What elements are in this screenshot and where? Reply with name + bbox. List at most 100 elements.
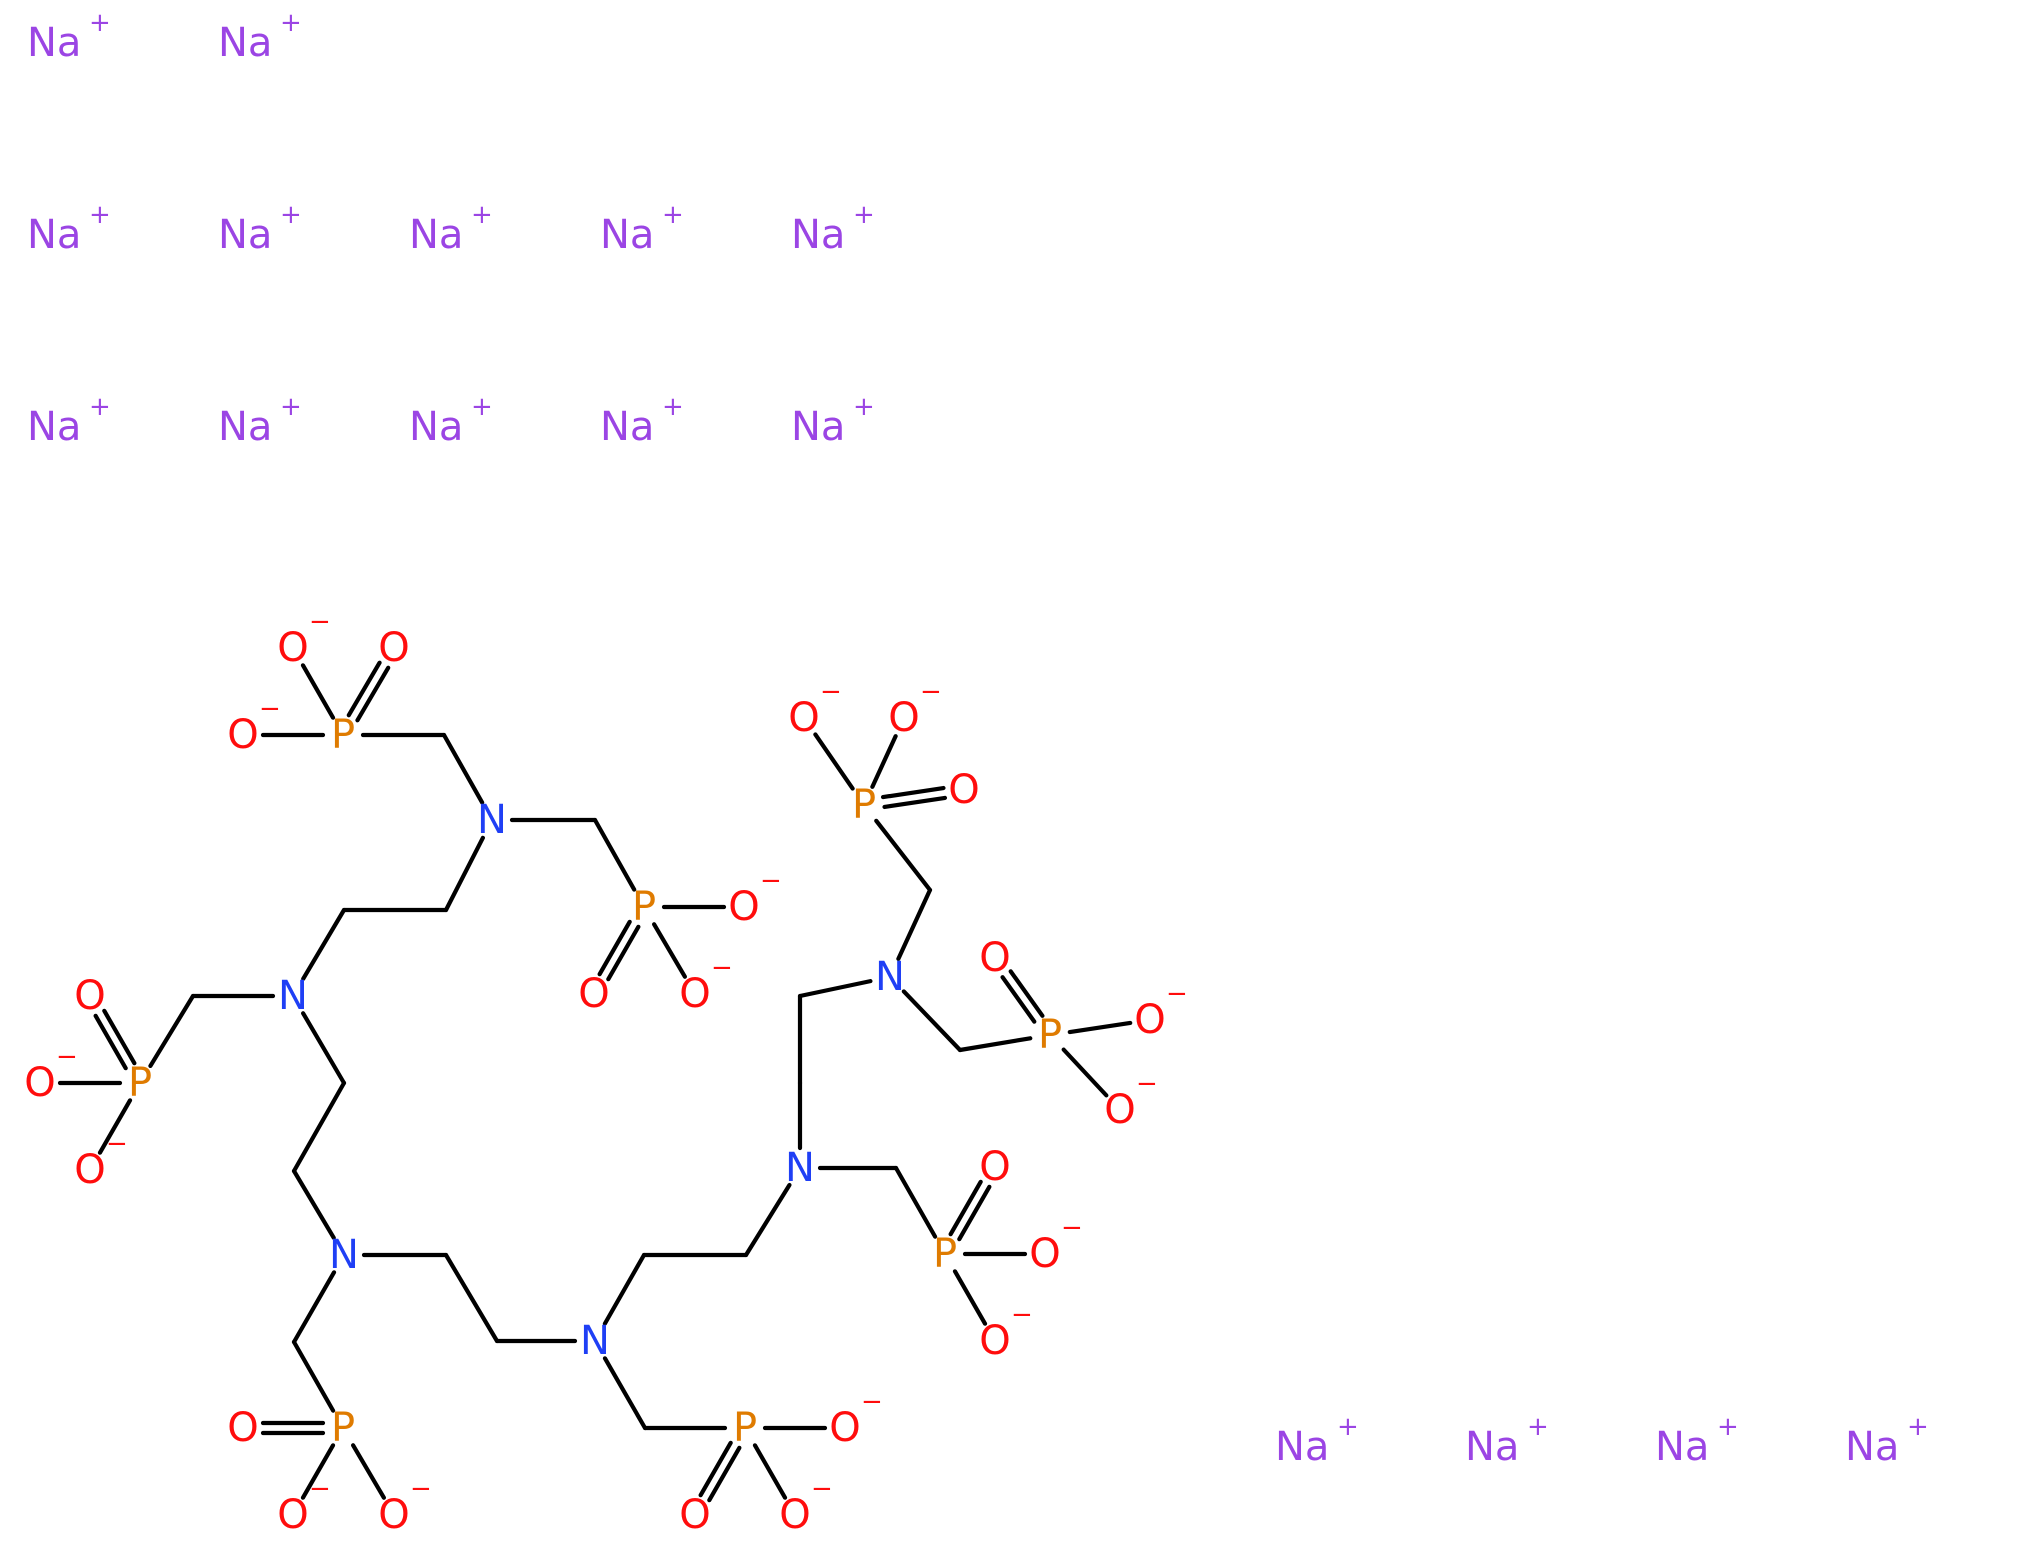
nitrogen-atom-label: N [329,1232,359,1278]
positive-charge-sign: + [471,392,493,422]
oxygen-atom-label: O [24,1060,55,1106]
oxygen-atom-label: O [788,695,819,741]
positive-charge-sign: + [1527,1412,1549,1442]
bond-layer [57,660,1133,1503]
phosphorus-atom-label: P [733,1405,757,1451]
negative-charge-sign: − [811,1474,833,1504]
oxygen-atom-label: O [227,712,258,758]
sodium-ion-label: Na [218,20,272,66]
positive-charge-sign: + [89,392,111,422]
phosphorus-atom-label: P [1038,1012,1062,1058]
phosphorus-atom-label: P [331,712,355,758]
sodium-ion-label: Na [791,404,845,450]
positive-charge-sign: + [662,392,684,422]
negative-charge-sign: − [820,677,842,707]
sodium-ion-label: Na [27,212,81,258]
negative-charge-sign: − [711,953,733,983]
negative-charge-sign: − [56,1042,78,1072]
single-bond [813,732,855,791]
sodium-ion-label: Na [409,212,463,258]
single-bond [148,993,196,1069]
sodium-ion-label: Na [409,404,463,450]
sodium-ion-label: Na [791,212,845,258]
phosphorus-atom-label: P [632,884,656,930]
double-bond-line [606,924,641,982]
single-bond [893,1165,938,1239]
positive-charge-sign: + [662,200,684,230]
oxygen-atom-label: O [888,695,919,741]
phosphorus-atom-label: P [331,1405,355,1451]
oxygen-atom-label: O [1134,997,1165,1043]
single-bond [901,989,963,1053]
negative-charge-sign: − [920,677,942,707]
double-bond-line [102,1008,137,1066]
single-bond [300,1443,336,1500]
single-bond [752,1443,788,1500]
double-bond-line [957,1184,992,1242]
oxygen-atom-label: O [979,1318,1010,1364]
double-bond-line [355,665,391,723]
single-bond [957,1036,1033,1053]
sodium-ion-label: Na [600,404,654,450]
positive-charge-sign: + [280,392,302,422]
double-bond-line [698,1440,733,1498]
sodium-ion-label: Na [1845,1424,1899,1470]
positive-charge-sign: + [1907,1412,1929,1442]
oxygen-atom-label: O [779,1492,810,1538]
double-bond-line [707,1445,742,1503]
positive-charge-sign: + [89,200,111,230]
single-bond [602,1356,648,1431]
sodium-ion-label: Na [27,20,81,66]
positive-charge-sign: + [280,8,302,38]
nitrogen-atom-label: N [875,954,905,1000]
single-bond [291,1270,337,1345]
single-bond [291,1339,336,1413]
single-bond [443,835,485,913]
single-bond [592,817,637,892]
negative-charge-sign: − [309,607,331,637]
sodium-ion-label: Na [1655,1424,1709,1470]
sodium-ion-label: Na [1465,1424,1519,1470]
nitrogen-atom-label: N [477,797,507,843]
single-bond [602,1252,647,1326]
double-bond-line [346,660,382,718]
nitrogen-atom-label: N [278,973,308,1019]
negative-charge-sign: − [410,1474,432,1504]
negative-charge-sign: − [1061,1213,1083,1243]
positive-charge-sign: + [280,200,302,230]
oxygen-atom-label: O [277,625,308,671]
single-bond [896,887,933,961]
single-bond [1061,1047,1109,1098]
phosphorus-atom-label: P [852,782,876,828]
oxygen-atom-label: O [979,935,1010,981]
single-bond [301,907,347,981]
oxygen-atom-label: O [829,1405,860,1451]
sodium-ion-label: Na [600,212,654,258]
single-bond [743,1182,792,1258]
positive-charge-sign: + [1717,1412,1739,1442]
oxygen-atom-label: O [679,971,710,1017]
oxygen-atom-label: O [578,971,609,1017]
phosphorus-atom-label: P [128,1060,152,1106]
single-bond [797,979,873,999]
positive-charge-sign: + [471,200,493,230]
negative-charge-sign: − [259,694,281,724]
double-bond-line [93,1013,128,1071]
oxygen-atom-label: O [679,1492,710,1538]
sodium-ion-label: Na [218,404,272,450]
single-bond [443,1252,500,1344]
single-bond [441,732,485,805]
negative-charge-sign: − [1136,1069,1158,1099]
oxygen-atom-label: O [1029,1231,1060,1277]
negative-charge-sign: − [760,866,782,896]
single-bond [291,1168,336,1240]
negative-charge-sign: − [1166,979,1188,1009]
oxygen-atom-label: O [1104,1087,1135,1133]
sodium-ion-label: Na [27,404,81,450]
oxygen-atom-label: O [74,1147,105,1193]
single-bond [652,922,687,979]
positive-charge-sign: + [89,8,111,38]
single-bond [291,1080,347,1174]
sodium-ion-label: Na [218,212,272,258]
